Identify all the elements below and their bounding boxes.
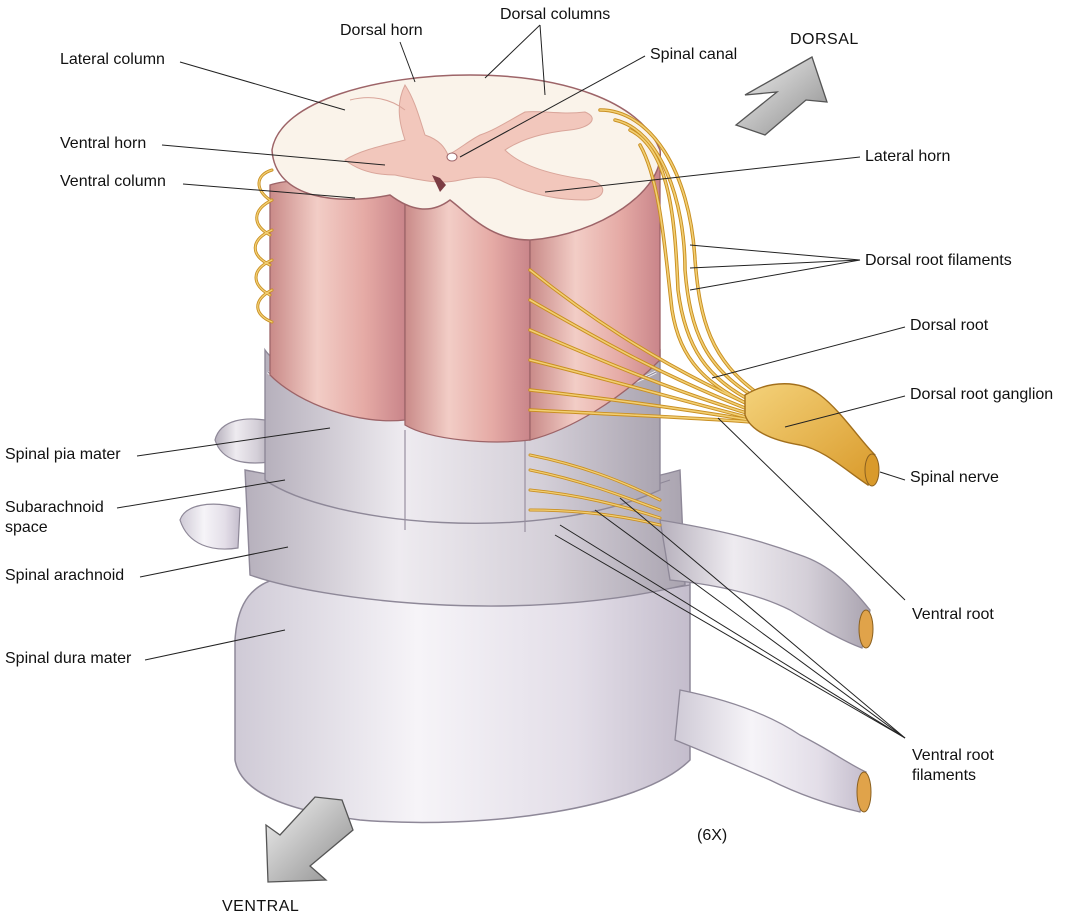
- label-dorsal-columns: Dorsal columns: [500, 6, 611, 23]
- root-sleeves: [179, 418, 874, 813]
- label-lateral-horn: Lateral horn: [865, 148, 951, 165]
- dorsal-root-ganglion-shape: [744, 383, 880, 487]
- ventral-root-nerves: [528, 453, 662, 527]
- label-dorsal-root: Dorsal root: [910, 317, 989, 334]
- label-spinal-arachnoid: Spinal arachnoid: [5, 567, 125, 584]
- label-subarachnoid-space: Subarachnoid space: [5, 499, 104, 536]
- ventral-arrow: [265, 796, 354, 883]
- label-spinal-dura-mater: Spinal dura mater: [5, 650, 132, 667]
- dorsal-root-nerves: [253, 108, 762, 424]
- label-spinal-pia-mater: Spinal pia mater: [5, 446, 121, 463]
- label-direction-ventral: VENTRAL: [222, 898, 300, 915]
- spinal-dura-mater-shape: [234, 573, 691, 824]
- label-ventral-root-filaments: Ventral root filaments: [912, 747, 994, 784]
- label-ventral-horn: Ventral horn: [60, 135, 147, 152]
- label-dorsal-horn: Dorsal horn: [340, 22, 423, 39]
- label-ventral-root: Ventral root: [912, 606, 994, 623]
- label-dorsal-root-filaments: Dorsal root filaments: [865, 252, 1012, 269]
- label-magnification: (6X): [697, 827, 728, 844]
- label-ventral-column: Ventral column: [60, 173, 166, 190]
- spinal-cord-body: [269, 149, 661, 443]
- label-spinal-canal: Spinal canal: [650, 46, 738, 63]
- dorsal-arrow: [734, 56, 828, 136]
- label-spinal-nerve: Spinal nerve: [910, 469, 999, 486]
- label-dorsal-root-ganglion: Dorsal root ganglion: [910, 386, 1054, 403]
- cord-cross-section: [271, 74, 661, 241]
- leader-lines: [116, 24, 906, 739]
- label-direction-dorsal: DORSAL: [790, 31, 859, 48]
- label-lateral-column: Lateral column: [60, 51, 165, 68]
